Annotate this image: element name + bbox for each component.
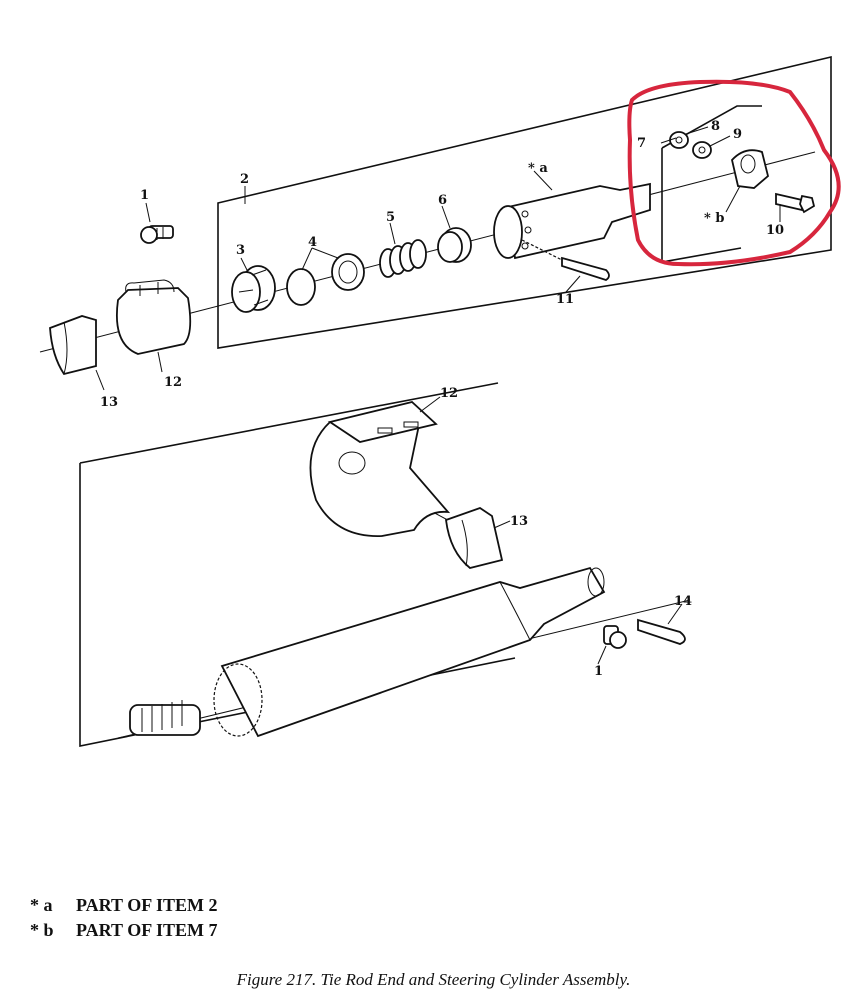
footnotes: * a PART OF ITEM 2 * b PART OF ITEM 7 (30, 893, 218, 943)
callout-5: 5 (386, 210, 395, 225)
plug (437, 227, 472, 263)
highlight-outline (627, 79, 841, 267)
spring (379, 239, 427, 278)
callout-13-top: 13 (100, 395, 118, 410)
washer (692, 141, 712, 159)
steering-cylinder (129, 566, 606, 738)
figure-caption: Figure 217. Tie Rod End and Steering Cyl… (236, 970, 631, 989)
callout-12-top: 12 (164, 375, 182, 390)
clamp-lower (309, 401, 451, 537)
callout-12-lower: 12 (440, 386, 458, 401)
callout-7: 7 (637, 136, 646, 151)
clamp-upper (116, 279, 192, 355)
washers (286, 253, 365, 306)
callout-labels: 1 2 3 4 5 6 * a 7 8 9 * b 10 11 12 13 12… (100, 119, 784, 679)
footnote-marker: * a (30, 895, 53, 915)
callout-8: 8 (711, 119, 720, 134)
callout-1-lower: 1 (594, 664, 603, 679)
tie-rod-end (493, 182, 651, 260)
callout-3: 3 (236, 243, 245, 258)
footnote-b: * b PART OF ITEM 7 (30, 918, 218, 943)
leader-lines (95, 126, 781, 665)
callout-2: 2 (240, 172, 249, 187)
footnote-text: PART OF ITEM 7 (76, 920, 218, 940)
callout-10: 10 (766, 223, 784, 238)
callout-11: 11 (556, 292, 574, 307)
bolt (775, 192, 816, 214)
cotter-pin-lower (637, 618, 686, 645)
footnote-a: * a PART OF ITEM 2 (30, 893, 218, 918)
nut (669, 131, 689, 149)
callout-4: 4 (308, 235, 317, 250)
footnote-text: PART OF ITEM 2 (76, 895, 218, 915)
callout-b: * b (704, 211, 724, 226)
grease-fitting-top (140, 225, 174, 244)
callout-9: 9 (733, 127, 742, 142)
bearing-lower (445, 507, 504, 569)
grease-fitting-lower (603, 625, 627, 649)
piston (231, 265, 276, 313)
callout-14: 14 (674, 594, 692, 609)
footnote-marker: * b (30, 920, 54, 940)
callout-6: 6 (438, 193, 447, 208)
item-2-panel (217, 55, 832, 349)
callout-a: * a (528, 161, 548, 176)
bearing-upper (49, 315, 97, 376)
callout-1-top: 1 (140, 188, 149, 203)
callout-13-lower: 13 (510, 514, 528, 529)
clamp-b (731, 149, 770, 189)
cotter-pin-upper (561, 256, 610, 281)
